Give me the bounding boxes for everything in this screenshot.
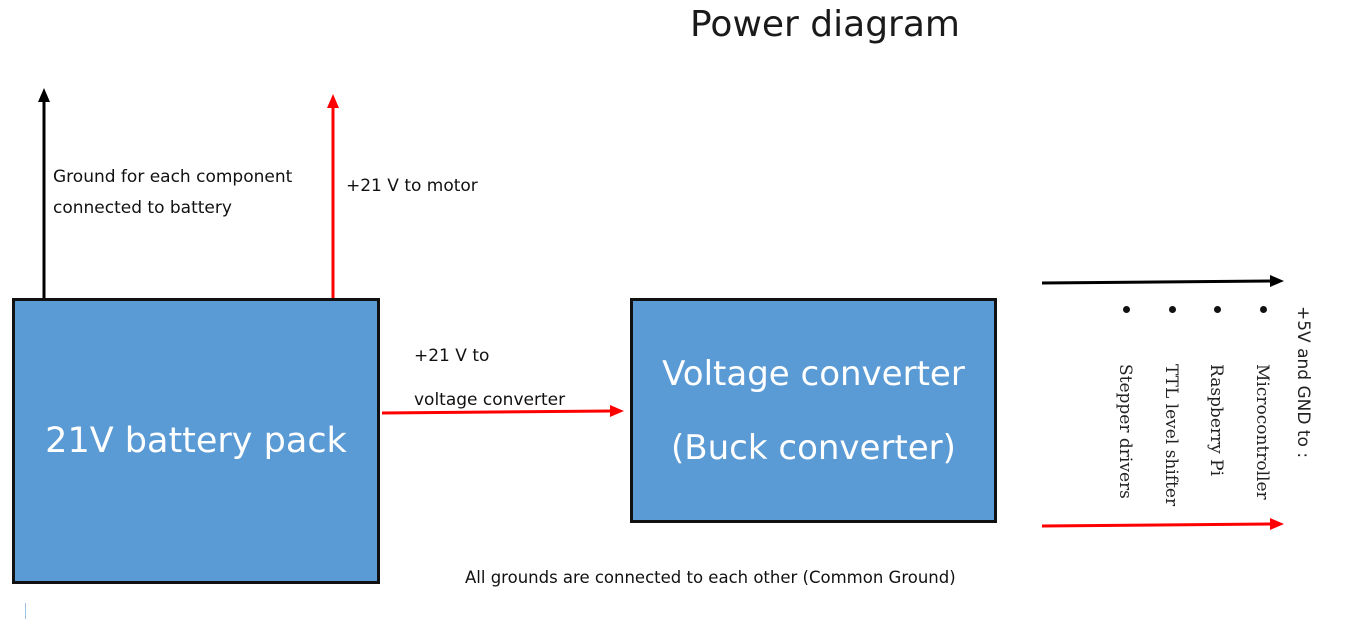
converter-power-arrow bbox=[381, 405, 624, 417]
vout-output-arrow bbox=[1041, 518, 1284, 530]
bullet-dot-icon bbox=[1214, 306, 1221, 313]
bullet-dot-icon bbox=[1123, 306, 1130, 313]
outputs-heading: +5V and GND to : bbox=[1293, 306, 1313, 459]
converter-label-line2: (Buck converter) bbox=[671, 427, 956, 468]
bullet-dot-icon bbox=[1169, 306, 1176, 313]
motor-label: +21 V to motor bbox=[346, 176, 478, 196]
converter-label-line1: Voltage converter bbox=[662, 353, 965, 394]
gnd-output-arrow bbox=[1041, 275, 1284, 287]
battery-pack-label: 21V battery pack bbox=[45, 421, 347, 461]
voltage-converter-box: Voltage converter (Buck converter) bbox=[630, 298, 997, 523]
bullet-dot-icon bbox=[1260, 306, 1267, 313]
ground-arrow bbox=[38, 88, 50, 298]
ground-label-line2: connected to battery bbox=[53, 198, 232, 218]
to-converter-label: +21 V to voltage converter bbox=[414, 334, 565, 422]
page-title: Power diagram bbox=[690, 4, 960, 45]
output-item-stepper-drivers: Stepper drivers bbox=[1115, 364, 1135, 499]
motor-power-arrow bbox=[327, 94, 339, 298]
ground-label-line1: Ground for each component bbox=[53, 167, 293, 187]
text-cursor-mark bbox=[25, 603, 26, 619]
ground-label: Ground for each component connected to b… bbox=[53, 162, 323, 224]
to-converter-label-line1: +21 V to bbox=[414, 346, 490, 366]
output-item-microcontroller: Microcontroller bbox=[1252, 364, 1272, 500]
battery-pack-box: 21V battery pack bbox=[12, 298, 380, 584]
to-converter-label-line2: voltage converter bbox=[414, 390, 566, 410]
output-item-ttl-level-shifter: TTL level shifter bbox=[1161, 364, 1181, 507]
output-item-raspberry-pi: Raspberry Pi bbox=[1206, 364, 1226, 477]
common-ground-note: All grounds are connected to each other … bbox=[465, 568, 956, 587]
